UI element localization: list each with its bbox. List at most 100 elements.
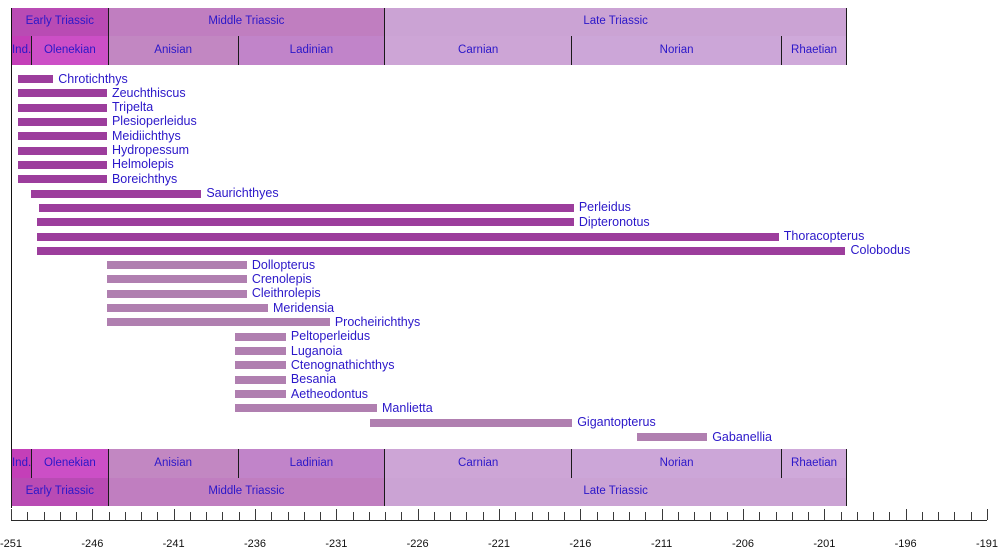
epoch-latetriassic[interactable]: Late Triassic bbox=[385, 8, 848, 36]
band-label: Early Triassic bbox=[25, 15, 94, 28]
stage-ind[interactable]: Ind. bbox=[11, 449, 33, 478]
epoch-earlytriassic[interactable]: Early Triassic bbox=[11, 8, 109, 36]
axis-tick-label: -196 bbox=[894, 538, 917, 550]
range-bar-label: Perleidus bbox=[578, 200, 631, 215]
range-bar-label: Besania bbox=[290, 372, 337, 387]
axis-tick-minor bbox=[970, 512, 972, 520]
range-bar[interactable] bbox=[17, 75, 54, 83]
epoch-middletriassic[interactable]: Middle Triassic bbox=[108, 8, 386, 36]
axis-tick-minor bbox=[287, 512, 289, 520]
range-bar[interactable] bbox=[235, 347, 286, 356]
stage-ladinian[interactable]: Ladinian bbox=[238, 449, 386, 478]
axis-tick-label: -191 bbox=[975, 538, 999, 550]
axis-tick-minor bbox=[938, 512, 940, 520]
epoch-earlytriassic[interactable]: Early Triassic bbox=[11, 478, 109, 506]
range-bar[interactable] bbox=[30, 189, 202, 198]
band-label: Carnian bbox=[458, 456, 499, 469]
range-bar-label: Manlietta bbox=[382, 400, 433, 415]
range-bar-label: Colobodus bbox=[850, 243, 911, 258]
range-bar[interactable] bbox=[370, 418, 573, 427]
axis-tick-minor bbox=[368, 512, 370, 520]
axis-tick-minor bbox=[954, 512, 956, 520]
range-bar[interactable] bbox=[17, 89, 107, 98]
stage-olenekian[interactable]: Olenekian bbox=[32, 449, 109, 478]
axis-tick-minor bbox=[759, 512, 761, 520]
range-bar[interactable] bbox=[38, 203, 574, 212]
range-bar[interactable] bbox=[637, 433, 708, 441]
band-label: Rhaetian bbox=[791, 43, 838, 56]
axis-tick-major bbox=[417, 509, 419, 520]
axis-tick-minor bbox=[596, 512, 598, 520]
range-bar[interactable] bbox=[235, 404, 377, 413]
range-bar-label: Zeuchthiscus bbox=[111, 85, 186, 100]
stage-olenekian[interactable]: Olenekian bbox=[32, 36, 109, 65]
range-bar-label: Ctenognathichthys bbox=[290, 357, 395, 372]
axis-tick-minor bbox=[59, 512, 61, 520]
range-bar[interactable] bbox=[235, 390, 286, 399]
stage-carnian[interactable]: Carnian bbox=[385, 36, 573, 65]
stage-norian[interactable]: Norian bbox=[572, 449, 783, 478]
range-bar-label: Dollopterus bbox=[251, 257, 316, 272]
range-bar[interactable] bbox=[37, 218, 574, 227]
band-label: Anisian bbox=[154, 43, 193, 56]
range-bar[interactable] bbox=[17, 175, 107, 184]
band-label: Ladinian bbox=[289, 456, 334, 469]
stage-carnian[interactable]: Carnian bbox=[385, 449, 573, 478]
axis-tick-major bbox=[336, 509, 338, 520]
range-bar[interactable] bbox=[17, 117, 107, 126]
timescale-stages-top: Ind.Olenekian Anisian Ladinian Carnian Noria… bbox=[0, 36, 1000, 65]
range-bar[interactable] bbox=[235, 332, 286, 341]
axis-tick-minor bbox=[710, 512, 712, 520]
range-bar[interactable] bbox=[106, 275, 247, 284]
range-bar[interactable] bbox=[106, 289, 247, 298]
range-bar-label: Cleithrolepis bbox=[251, 286, 321, 301]
axis-tick-label: -211 bbox=[651, 538, 673, 550]
stage-anisian[interactable]: Anisian bbox=[108, 36, 239, 65]
range-bar[interactable] bbox=[106, 304, 268, 313]
range-bar-label: Helmolepis bbox=[111, 157, 174, 172]
stage-ladinian[interactable]: Ladinian bbox=[238, 36, 386, 65]
band-label: Norian bbox=[659, 456, 694, 469]
range-bar-label: Plesioperleidus bbox=[111, 114, 197, 129]
range-bar[interactable] bbox=[17, 160, 107, 169]
epoch-middletriassic[interactable]: Middle Triassic bbox=[108, 478, 386, 506]
stage-rhaetian[interactable]: Rhaetian bbox=[782, 36, 848, 65]
range-bar[interactable] bbox=[17, 103, 107, 112]
axis-tick-minor bbox=[271, 512, 273, 520]
range-bar[interactable] bbox=[37, 232, 779, 241]
range-bar-label: Procheirichthys bbox=[334, 314, 421, 329]
axis-tick-minor bbox=[450, 512, 452, 520]
range-bar-label: Boreichthys bbox=[111, 171, 178, 186]
axis-tick-minor bbox=[43, 512, 45, 520]
axis-tick-minor bbox=[547, 512, 549, 520]
range-bar[interactable] bbox=[106, 261, 247, 270]
axis-tick-minor bbox=[433, 512, 435, 520]
range-bar[interactable] bbox=[17, 146, 107, 155]
range-bar[interactable] bbox=[235, 375, 286, 384]
band-label: Early Triassic bbox=[25, 485, 94, 498]
stage-rhaetian[interactable]: Rhaetian bbox=[782, 449, 848, 478]
axis-tick-label: -226 bbox=[406, 538, 429, 550]
range-bar-label: Meidiichthys bbox=[111, 128, 181, 143]
range-bar-label: Dipteronotus bbox=[578, 214, 650, 229]
stage-ind[interactable]: Ind. bbox=[11, 36, 33, 65]
axis-tick-minor bbox=[222, 512, 224, 520]
stage-norian[interactable]: Norian bbox=[572, 36, 783, 65]
axis-tick-minor bbox=[677, 512, 679, 520]
range-bar[interactable] bbox=[106, 318, 330, 327]
chart-left-rule bbox=[11, 8, 13, 508]
range-bar[interactable] bbox=[37, 246, 846, 255]
stage-anisian[interactable]: Anisian bbox=[108, 449, 239, 478]
range-bar-label: Gabanellia bbox=[712, 429, 772, 444]
axis-tick-minor bbox=[189, 512, 191, 520]
axis-tick-label: -241 bbox=[162, 538, 185, 550]
band-label: Ind. bbox=[11, 456, 32, 469]
band-label: Carnian bbox=[458, 43, 499, 56]
range-bar[interactable] bbox=[235, 361, 286, 370]
epoch-latetriassic[interactable]: Late Triassic bbox=[385, 478, 848, 506]
range-bar[interactable] bbox=[17, 132, 107, 141]
axis-tick-major bbox=[905, 509, 907, 520]
